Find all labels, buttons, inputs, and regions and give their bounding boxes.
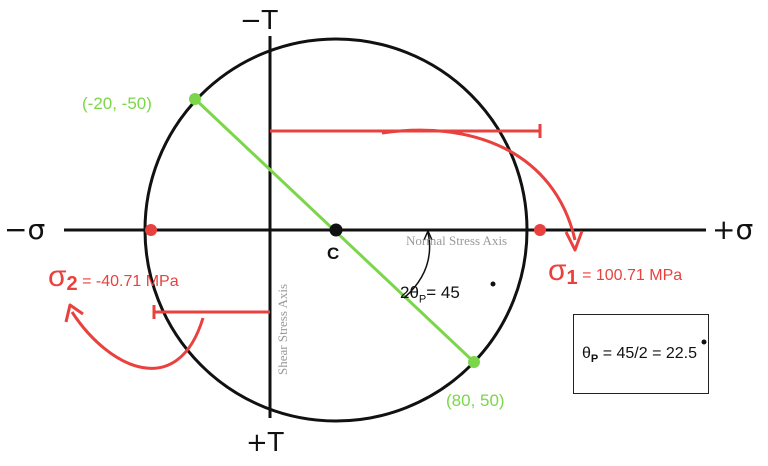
pos-sigma-label: +σ: [712, 213, 754, 246]
point-b-label: (80, 50): [446, 391, 505, 410]
angle-arc: [403, 231, 431, 299]
degree-dot-angle: [490, 281, 496, 287]
angle-prefix: 2θ: [400, 283, 419, 302]
sigma1-marker: [534, 224, 546, 236]
sigma2-sub: 2: [66, 273, 78, 295]
angle-value: = 45: [426, 283, 460, 302]
principal-angle-box: [573, 314, 709, 394]
stress-point-b-marker: [468, 356, 480, 368]
point-a-label: (-20, -50): [82, 94, 152, 113]
box-value: = 45/2 = 22.5: [598, 345, 697, 362]
sigma1-label: σ1 = 100.71 MPa: [548, 254, 683, 289]
sigma1-sub: 1: [566, 267, 578, 289]
box-sub: P: [590, 353, 599, 366]
sigma2-curved-arrow: [70, 311, 205, 370]
normal-stress-axis-name: Normal Stress Axis: [406, 233, 508, 248]
degree-dot-box: [701, 339, 707, 345]
neg-sigma-label: −σ: [4, 213, 46, 246]
stress-point-a-marker: [189, 93, 201, 105]
pos-tau-label: +T: [246, 428, 284, 458]
angle-arc-arrowhead: [423, 229, 433, 241]
center-label: C: [327, 244, 340, 263]
sigma1-arrowhead: [564, 230, 584, 252]
sigma1-curved-arrow: [381, 128, 577, 241]
sigma1-symbol: σ: [548, 254, 567, 287]
angle-label: 2θP= 45: [400, 284, 460, 305]
sigma2-marker: [145, 224, 157, 236]
principal-angle-text: θP = 45/2 = 22.5: [582, 346, 697, 365]
sigma2-value: = -40.71 MPa: [77, 273, 179, 290]
sigma1-value: = 100.71 MPa: [577, 267, 683, 284]
neg-tau-label: −T: [240, 6, 278, 36]
sigma2-arrowhead: [64, 303, 84, 323]
sigma2-symbol: σ: [48, 260, 67, 293]
box-prefix: θ: [582, 345, 591, 362]
center-marker: [329, 223, 343, 237]
shear-stress-axis-name: Shear Stress Axis: [275, 284, 290, 375]
sigma2-label: σ2 = -40.71 MPa: [48, 260, 179, 295]
angle-sub: P: [418, 293, 427, 306]
